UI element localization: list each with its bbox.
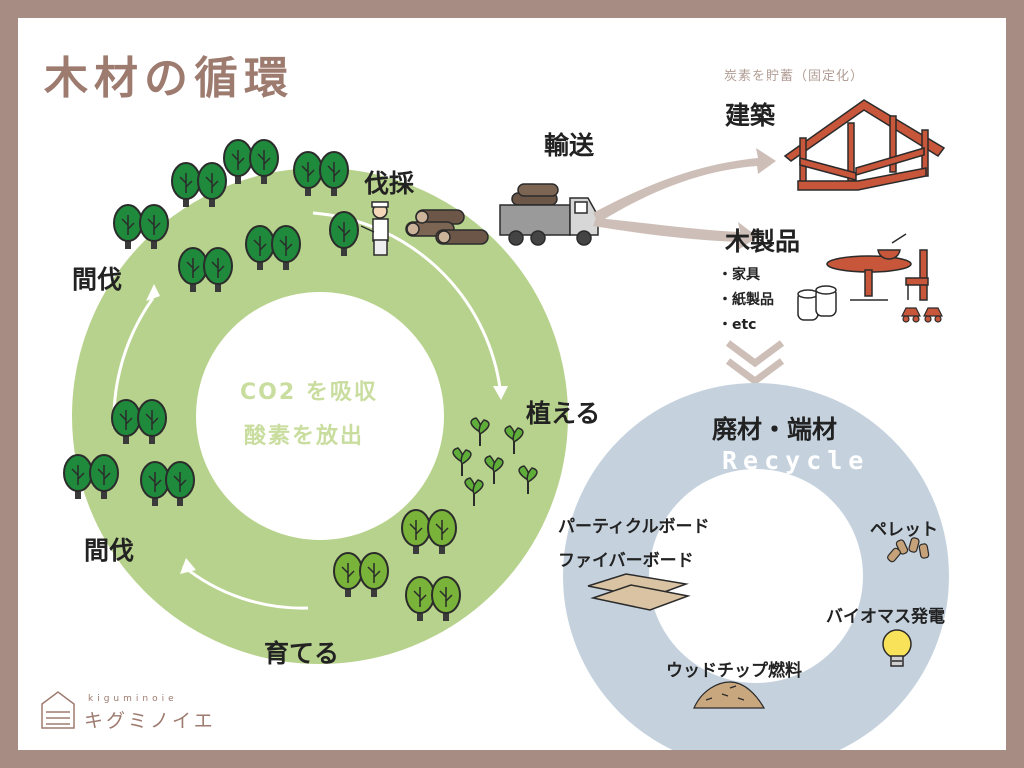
lumberjack-icon (360, 201, 389, 256)
house-frame-icon (783, 99, 946, 191)
stage-label-thin-lower: 間伐 (84, 536, 135, 565)
recycle-label: Recycle (722, 446, 870, 475)
transport-label: 輸送 (544, 131, 595, 160)
recycle-ring (563, 383, 949, 750)
boards-icon (587, 573, 691, 611)
recycle-item-particle-board: パーティクルボード (558, 517, 710, 537)
chevron-down-icon (725, 340, 785, 386)
center-text-co2: CO2 を吸収 (240, 380, 378, 405)
stage-label-grow: 育てる (264, 639, 340, 668)
stage-label-plant: 植える (526, 399, 601, 428)
pellets-icon (887, 537, 930, 563)
wood-products-title: 木製品 (725, 227, 801, 256)
paper-rolls-icon (797, 285, 837, 321)
stage-label-harvest: 伐採 (364, 169, 415, 198)
wood-product-item: ・紙製品 (718, 292, 774, 308)
recycle-item-wood-chip: ウッドチップ燃料 (666, 661, 802, 681)
center-text-oxygen: 酸素を放出 (244, 424, 365, 449)
wood-product-item: ・家具 (718, 267, 760, 283)
toy-cars-icon (901, 307, 943, 323)
logs-icon (405, 209, 489, 245)
construction-label: 建築 (725, 101, 776, 130)
furniture-icon (826, 233, 929, 301)
carbon-storage-note: 炭素を貯蓄（固定化） (724, 69, 865, 84)
woodchip-pile-icon (693, 681, 766, 709)
diagram-canvas: 木材の循環 CO2 を吸収 酸素を放出 伐採 植える 育てる 間伐 間伐 輸送 … (18, 18, 1006, 750)
forest-cycle-ring (72, 168, 568, 664)
recycle-item-biomass: バイオマス発電 (826, 607, 945, 627)
wood-product-item: ・etc (718, 317, 757, 333)
diagram-artwork (41, 99, 949, 750)
recycle-item-fiber-board: ファイバーボード (558, 551, 694, 571)
page-title: 木材の循環 (44, 53, 294, 104)
light-bulb-icon (882, 629, 912, 667)
logo-romaji: kiguminoie (88, 694, 178, 704)
recycle-item-pellet: ペレット (870, 520, 938, 540)
waste-wood-label: 廃材・端材 (712, 415, 838, 444)
logo-house-icon (41, 691, 75, 729)
logo-name: キグミノイエ (84, 710, 216, 732)
truck-icon (499, 183, 599, 246)
transport-arrows (593, 148, 776, 250)
stage-label-thin-upper: 間伐 (72, 265, 123, 294)
